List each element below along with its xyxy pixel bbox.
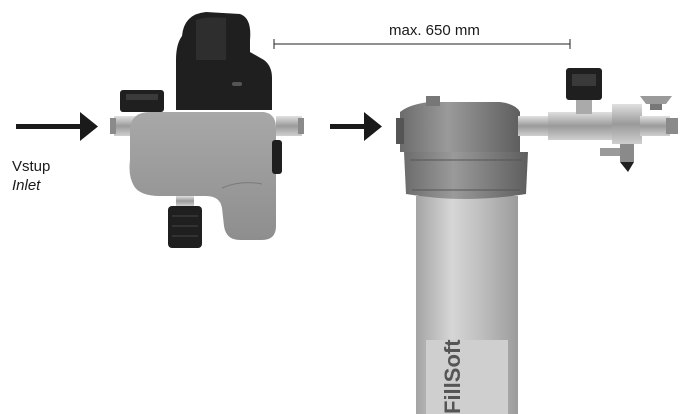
max-distance-label: max. 650 mm (389, 22, 480, 39)
dimension-line (273, 39, 571, 49)
flow-arrow-icon (330, 112, 382, 141)
inlet-arrow-icon (16, 112, 98, 141)
softening-filter-unit (396, 68, 678, 414)
inlet-label-cs: Vstup (12, 158, 51, 175)
filter-brand-label: FillSoft (440, 339, 465, 414)
refill-valve-unit (110, 12, 304, 248)
inlet-label-en: Inlet (12, 177, 41, 194)
